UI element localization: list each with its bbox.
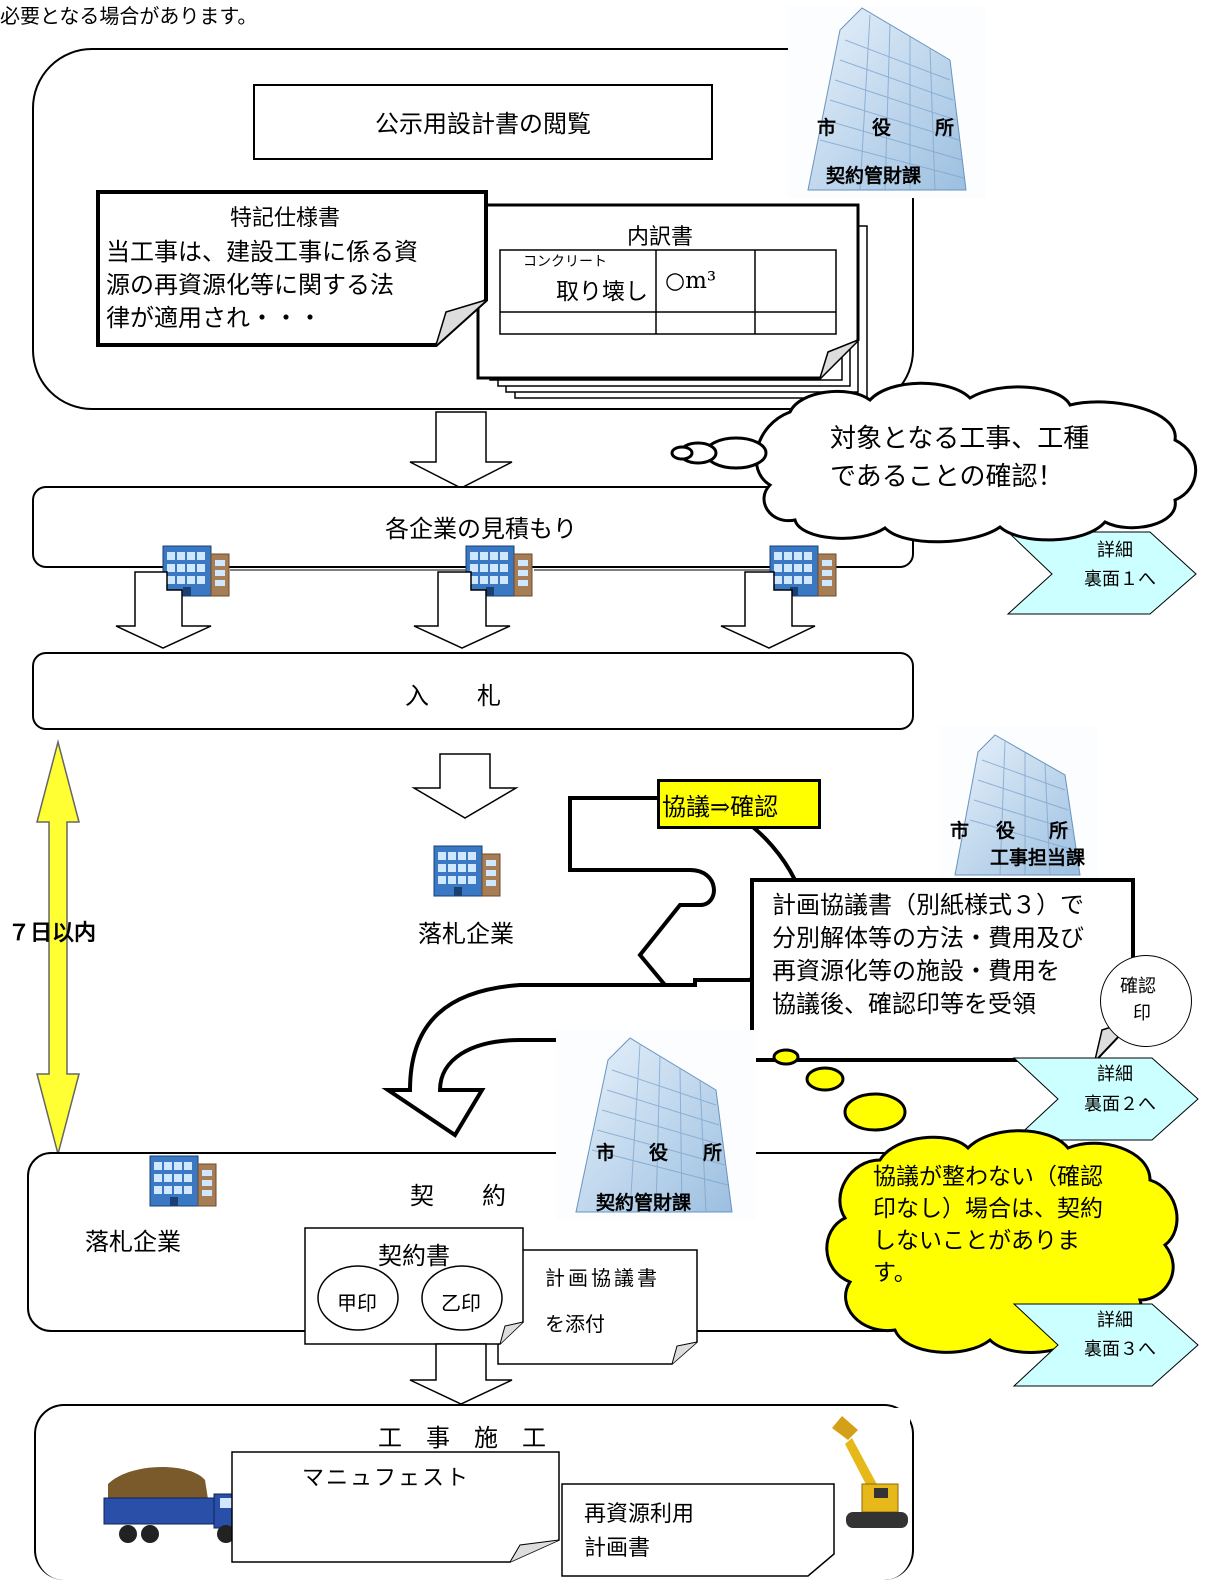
recycle-doc-line1: 再資源利用 [584,1502,695,1527]
city-hall-3-dept: 契約管財課 [596,1192,692,1214]
winning-company-1-label: 落札企業 [418,920,514,948]
callout-check-line-1: 対象となる工事、工種 [830,424,1090,454]
warning-line-4: す。 [873,1260,917,1286]
detail-1-line1[interactable]: 詳細 [1097,540,1133,561]
step-view-title: 公示用設計書の閲覧 [375,110,591,138]
city-hall-2-dept: 工事担当課 [990,847,1086,869]
city-hall-3-label-shi: 市 [596,1142,616,1164]
city-hall-2-label-sho: 所 [1049,820,1069,842]
consult-line-1: 計画協議書（別紙様式３）で [772,891,1084,919]
warning-line-1: 協議が整わない（確認 [873,1164,1103,1190]
attach-doc-line1: 計画協議書 [545,1266,660,1290]
warning-line-3: しないことがありま [873,1228,1080,1254]
contract-seal-b: 乙印 [441,1291,481,1315]
city-hall-1-label-sho: 所 [935,117,955,139]
breakdown-item-small: コンクリート [523,254,607,270]
consult-line-2: 分別解体等の方法・費用及び [772,924,1084,952]
breakdown-qty: ○m³ [665,268,717,294]
contract-doc-title: 契約書 [378,1242,450,1270]
attach-doc-line2: を添付 [545,1312,605,1336]
winning-company-2-label: 落札企業 [85,1228,181,1256]
detail-2-line1[interactable]: 詳細 [1097,1064,1133,1085]
top-note: 必要となる場合があります。 [0,4,258,28]
confirm-stamp-line2: 印 [1133,1003,1151,1024]
confirm-stamp-line1: 確認 [1120,976,1156,997]
confirm-stamp [1100,955,1192,1047]
city-hall-3-label-yaku: 役 [649,1142,669,1164]
manifest-doc-title: マニュフェスト [302,1466,471,1491]
detail-3-line2[interactable]: 裏面３へ [1084,1339,1156,1360]
consult-tag-label: 協議⇒確認 [662,793,779,821]
step-construction-title: 工 事 施 工 [378,1424,546,1452]
recycle-doc-line2: 計画書 [584,1536,651,1561]
city-hall-1-label-shi: 市 [817,117,837,139]
spec-doc-line-1: 当工事は、建設工事に係る資 [106,238,418,266]
spec-doc-line-2: 源の再資源化等に関する法 [106,271,394,299]
contract-seal-a: 甲印 [337,1291,377,1315]
detail-1-line2[interactable]: 裏面１へ [1084,569,1156,590]
spec-doc-title: 特記仕様書 [230,206,341,231]
consult-line-4: 協議後、確認印等を受領 [772,990,1036,1018]
city-hall-1-dept: 契約管財課 [826,165,922,187]
consult-tag [657,779,821,829]
city-hall-3-label-sho: 所 [703,1142,723,1164]
step-contract-title: 契 約 [410,1182,506,1210]
callout-check-line-2: であることの確認！ [830,462,1064,492]
city-hall-2-label-shi: 市 [950,820,970,842]
breakdown-item: 取り壊し [556,279,648,305]
step-estimate-title: 各企業の見積もり [385,515,577,543]
city-hall-1-label-yaku: 役 [872,117,892,139]
detail-2-line2[interactable]: 裏面２へ [1084,1094,1156,1115]
spec-doc-line-3: 律が適用され・・・ [106,304,322,332]
panel-bid [32,652,914,730]
seven-day-label: ７日以内 [8,921,97,946]
step-bid-title: 入 札 [405,682,501,710]
detail-3-line1[interactable]: 詳細 [1097,1310,1133,1331]
consult-line-3: 再資源化等の施設・費用を [772,957,1060,985]
warning-line-2: 印なし）場合は、契約 [873,1196,1103,1222]
city-hall-2-label-yaku: 役 [996,820,1016,842]
step-view-box: 公示用設計書の閲覧 [253,84,713,160]
breakdown-title: 内訳書 [627,225,694,250]
